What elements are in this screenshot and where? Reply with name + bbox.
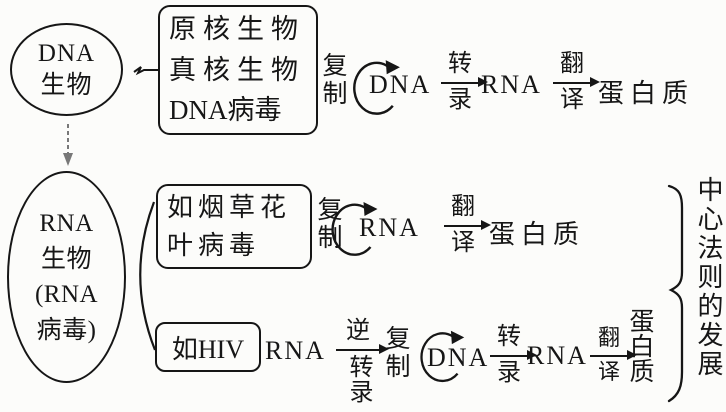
replicate-label: 复制 [382, 325, 409, 381]
replication-loop-icon [353, 60, 400, 115]
hiv-box: 如HIV [155, 322, 261, 372]
dna-organism-line: DNA [37, 39, 96, 67]
rna-node: RNA [359, 213, 420, 242]
translation-label-top: 翻 [451, 194, 475, 220]
transcription-arrow: 转 录 [490, 324, 537, 387]
dna-hosts-line: 真核生物 [169, 54, 305, 85]
reverse-transcription-arrow: 逆 转录 [336, 318, 389, 404]
protein-node: 蛋白质 [489, 220, 586, 249]
tmv-line: 如烟草花 [167, 192, 292, 222]
tmv-box: 如烟草花 叶病毒 [156, 184, 312, 269]
transcription-label-top: 转 [497, 324, 521, 350]
translation-arrow: 翻 译 [553, 51, 600, 114]
right-arrow-icon [490, 350, 537, 361]
translation-arrow: 翻 译 [590, 325, 637, 384]
right-arrow-icon [441, 77, 488, 88]
transcription-label-bottom: 录 [497, 359, 521, 386]
reverse-transcription-label-bottom: 转录 [345, 353, 371, 404]
replication-loop-icon [420, 330, 465, 383]
right-arrow-icon [553, 77, 600, 88]
dna-node: DNA [427, 343, 490, 372]
central-dogma-caption: 中心法则的发展 [694, 176, 723, 379]
branch-curve [139, 201, 157, 351]
transcription-label-top: 转 [448, 51, 472, 77]
rna-node: RNA [527, 341, 588, 370]
transcription-arrow: 转 录 [441, 51, 488, 114]
translation-label-top: 翻 [597, 325, 620, 350]
hiv-label: 如HIV [171, 334, 245, 364]
translation-label-top: 翻 [560, 51, 584, 77]
connector-line [133, 66, 159, 76]
dna-hosts-box: 原核生物 真核生物 DNA病毒 [158, 5, 318, 135]
grouping-brace [667, 184, 684, 403]
translation-label-bottom: 译 [597, 358, 620, 384]
translation-label-bottom: 译 [560, 86, 584, 113]
tmv-line: 叶病毒 [167, 230, 261, 260]
protein-node-vertical: 蛋白质 [626, 308, 653, 383]
dna-hosts-line: 原核生物 [169, 14, 305, 45]
rna-organism-line: (RNA [34, 281, 99, 308]
translation-arrow: 翻 译 [444, 194, 491, 257]
translation-label-bottom: 译 [451, 229, 475, 256]
dna-organism-line: 生物 [40, 71, 93, 99]
right-arrow-icon [444, 220, 491, 231]
dashed-down-arrow-icon [63, 124, 73, 166]
replicate-label: 复制 [319, 52, 346, 108]
rna-node: RNA [265, 336, 326, 365]
rna-node: RNA [481, 70, 542, 99]
rna-organism-line: 病毒) [36, 316, 97, 344]
dna-hosts-line: DNA病毒 [169, 95, 282, 126]
transcription-label-bottom: 录 [448, 86, 472, 113]
right-arrow-icon [590, 350, 637, 361]
rna-organism-ellipse: RNA 生物 (RNA 病毒) [7, 171, 126, 383]
rna-organism-line: RNA [39, 210, 94, 237]
right-arrow-icon [336, 344, 389, 355]
reverse-transcription-label-top: 逆 [346, 318, 370, 344]
replication-loop-icon [331, 202, 378, 256]
rna-organism-line: 生物 [40, 245, 92, 273]
protein-node: 蛋白质 [598, 79, 695, 108]
dna-organism-ellipse: DNA 生物 [10, 23, 123, 116]
dna-node: DNA [369, 70, 432, 99]
